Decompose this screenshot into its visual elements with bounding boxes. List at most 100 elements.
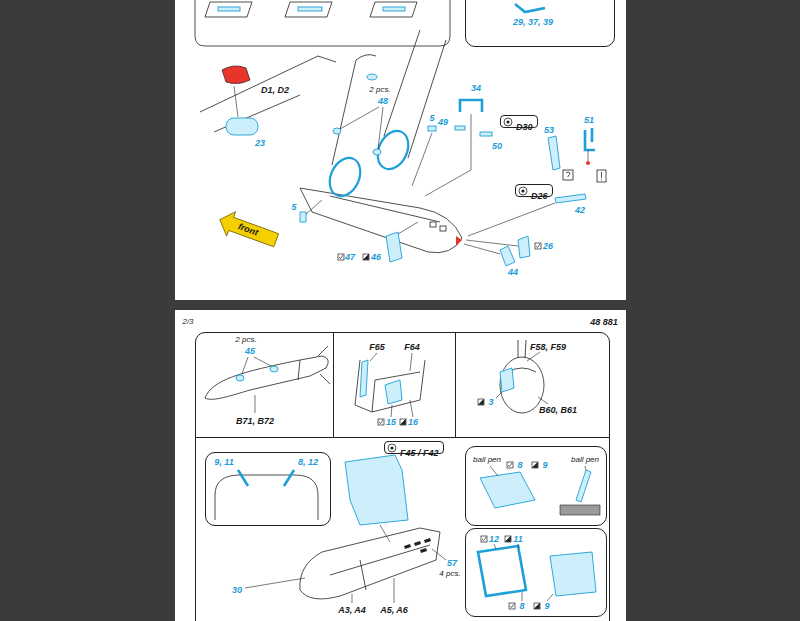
partial-panel (383, 7, 405, 11)
callout-number: 8, 12 (298, 458, 318, 467)
etch-type-icon (481, 536, 487, 542)
tank-drawing (298, 346, 330, 384)
etch-symbol (388, 444, 396, 452)
instruction-panel: 2 pcs.45B71, B72 (195, 332, 334, 438)
part-name: B60, B61 (539, 406, 577, 415)
etched-part (460, 100, 482, 112)
part-set-code: D26 (531, 192, 548, 201)
nose-drawing (500, 368, 514, 392)
etch-type-icon (478, 399, 484, 405)
etch-type-icon (536, 244, 540, 248)
instruction-panel: 29, 37, 39 (465, 0, 615, 47)
etched-part (226, 118, 258, 135)
callout-number: 30 (232, 586, 242, 595)
etch-type-icon (505, 536, 511, 542)
sheet-number: 48 881 (590, 318, 618, 327)
leader-line (468, 203, 555, 236)
aircraft-drawing (372, 126, 414, 174)
note-text: 4 pcs. (439, 570, 460, 578)
fuselage-drawing (215, 455, 600, 603)
partial-panel (205, 2, 252, 17)
callout-number: 16 (408, 418, 418, 427)
etch-type-icon (507, 462, 513, 468)
part-name: D1, D2 (261, 86, 289, 95)
etch-type-icon (535, 243, 541, 249)
fuselage-drawing (238, 470, 294, 486)
etch-symbol (521, 189, 524, 192)
callout-number: 8 (517, 461, 522, 470)
hint-symbol (563, 170, 606, 182)
aircraft-drawing (430, 222, 436, 227)
etched-part (367, 74, 377, 80)
quantity-note: 2 pcs. (369, 86, 390, 94)
part-set-box: D30 (500, 115, 538, 128)
note-text: ball pen (571, 456, 599, 464)
callout-number: 23 (255, 139, 265, 148)
partial-panel (298, 7, 322, 11)
hint-symbol (597, 170, 606, 182)
part-name: A5, A6 (380, 606, 408, 615)
partial-panel (195, 0, 545, 46)
callout-number: 44 (508, 268, 518, 277)
leader-line (340, 107, 379, 129)
seat-drawing (370, 353, 413, 417)
aircraft-drawing (300, 188, 462, 253)
instruction-panel: 121189 (465, 528, 607, 617)
etched-part (585, 128, 595, 150)
aircraft-drawing (456, 236, 462, 246)
etch-symbol (390, 446, 393, 449)
callout-number: 48 (378, 97, 388, 106)
seat-drawing (355, 360, 425, 412)
etch-type-icon (532, 462, 538, 468)
callout-number: 9 (544, 602, 549, 611)
callout-number: 42 (575, 206, 585, 215)
etched-part (300, 212, 306, 222)
aircraft-drawing (408, 40, 446, 158)
etched-part (518, 236, 530, 258)
callout-number: 50 (492, 142, 502, 151)
note-text: ball pen (473, 456, 501, 464)
etch-symbol (518, 186, 528, 196)
etch-type-icon (339, 255, 343, 259)
part-name: F58, F59 (530, 343, 566, 352)
etch-type-icon (535, 604, 540, 609)
leader-line (234, 86, 588, 254)
etch-type-icon (363, 254, 369, 260)
etch-type-icon (401, 420, 406, 425)
leader-line (306, 200, 322, 214)
aircraft-drawing (200, 56, 336, 112)
etch-type-icon (481, 536, 487, 542)
etched-part (586, 161, 590, 165)
part-name: B71, B72 (236, 417, 274, 426)
aircraft-drawing (330, 196, 440, 222)
partial-panel (515, 4, 545, 12)
fuselage-drawing (560, 505, 600, 515)
tank-drawing (205, 346, 330, 413)
page-number: 2/3 (182, 318, 193, 326)
etch-type-icon (479, 400, 484, 405)
etch-symbol (387, 443, 397, 453)
tank-drawing (242, 357, 271, 413)
etched-part (480, 132, 492, 136)
front-arrow (215, 208, 280, 253)
fuselage-drawing (480, 472, 535, 508)
part-name: F65 (369, 343, 385, 352)
paper-sheet (175, 0, 626, 621)
etch-type-icon (509, 603, 515, 609)
etched-part (500, 246, 515, 266)
etched-part (548, 136, 560, 170)
callout-number: 12 (489, 535, 499, 544)
fuselage-drawing (245, 525, 446, 603)
callout-number: 53 (544, 126, 554, 135)
etch-type-icon (338, 254, 344, 260)
part-name: A3, A4 (338, 606, 366, 615)
etch-type-icon (535, 243, 541, 249)
etch-type-icon (378, 419, 384, 425)
etch-type-icon (363, 254, 369, 260)
front-arrow (215, 208, 280, 253)
fuselage-drawing (576, 470, 591, 502)
callout-number: 5 (429, 114, 434, 123)
aircraft-drawing (440, 226, 446, 231)
leader-line (234, 86, 238, 117)
